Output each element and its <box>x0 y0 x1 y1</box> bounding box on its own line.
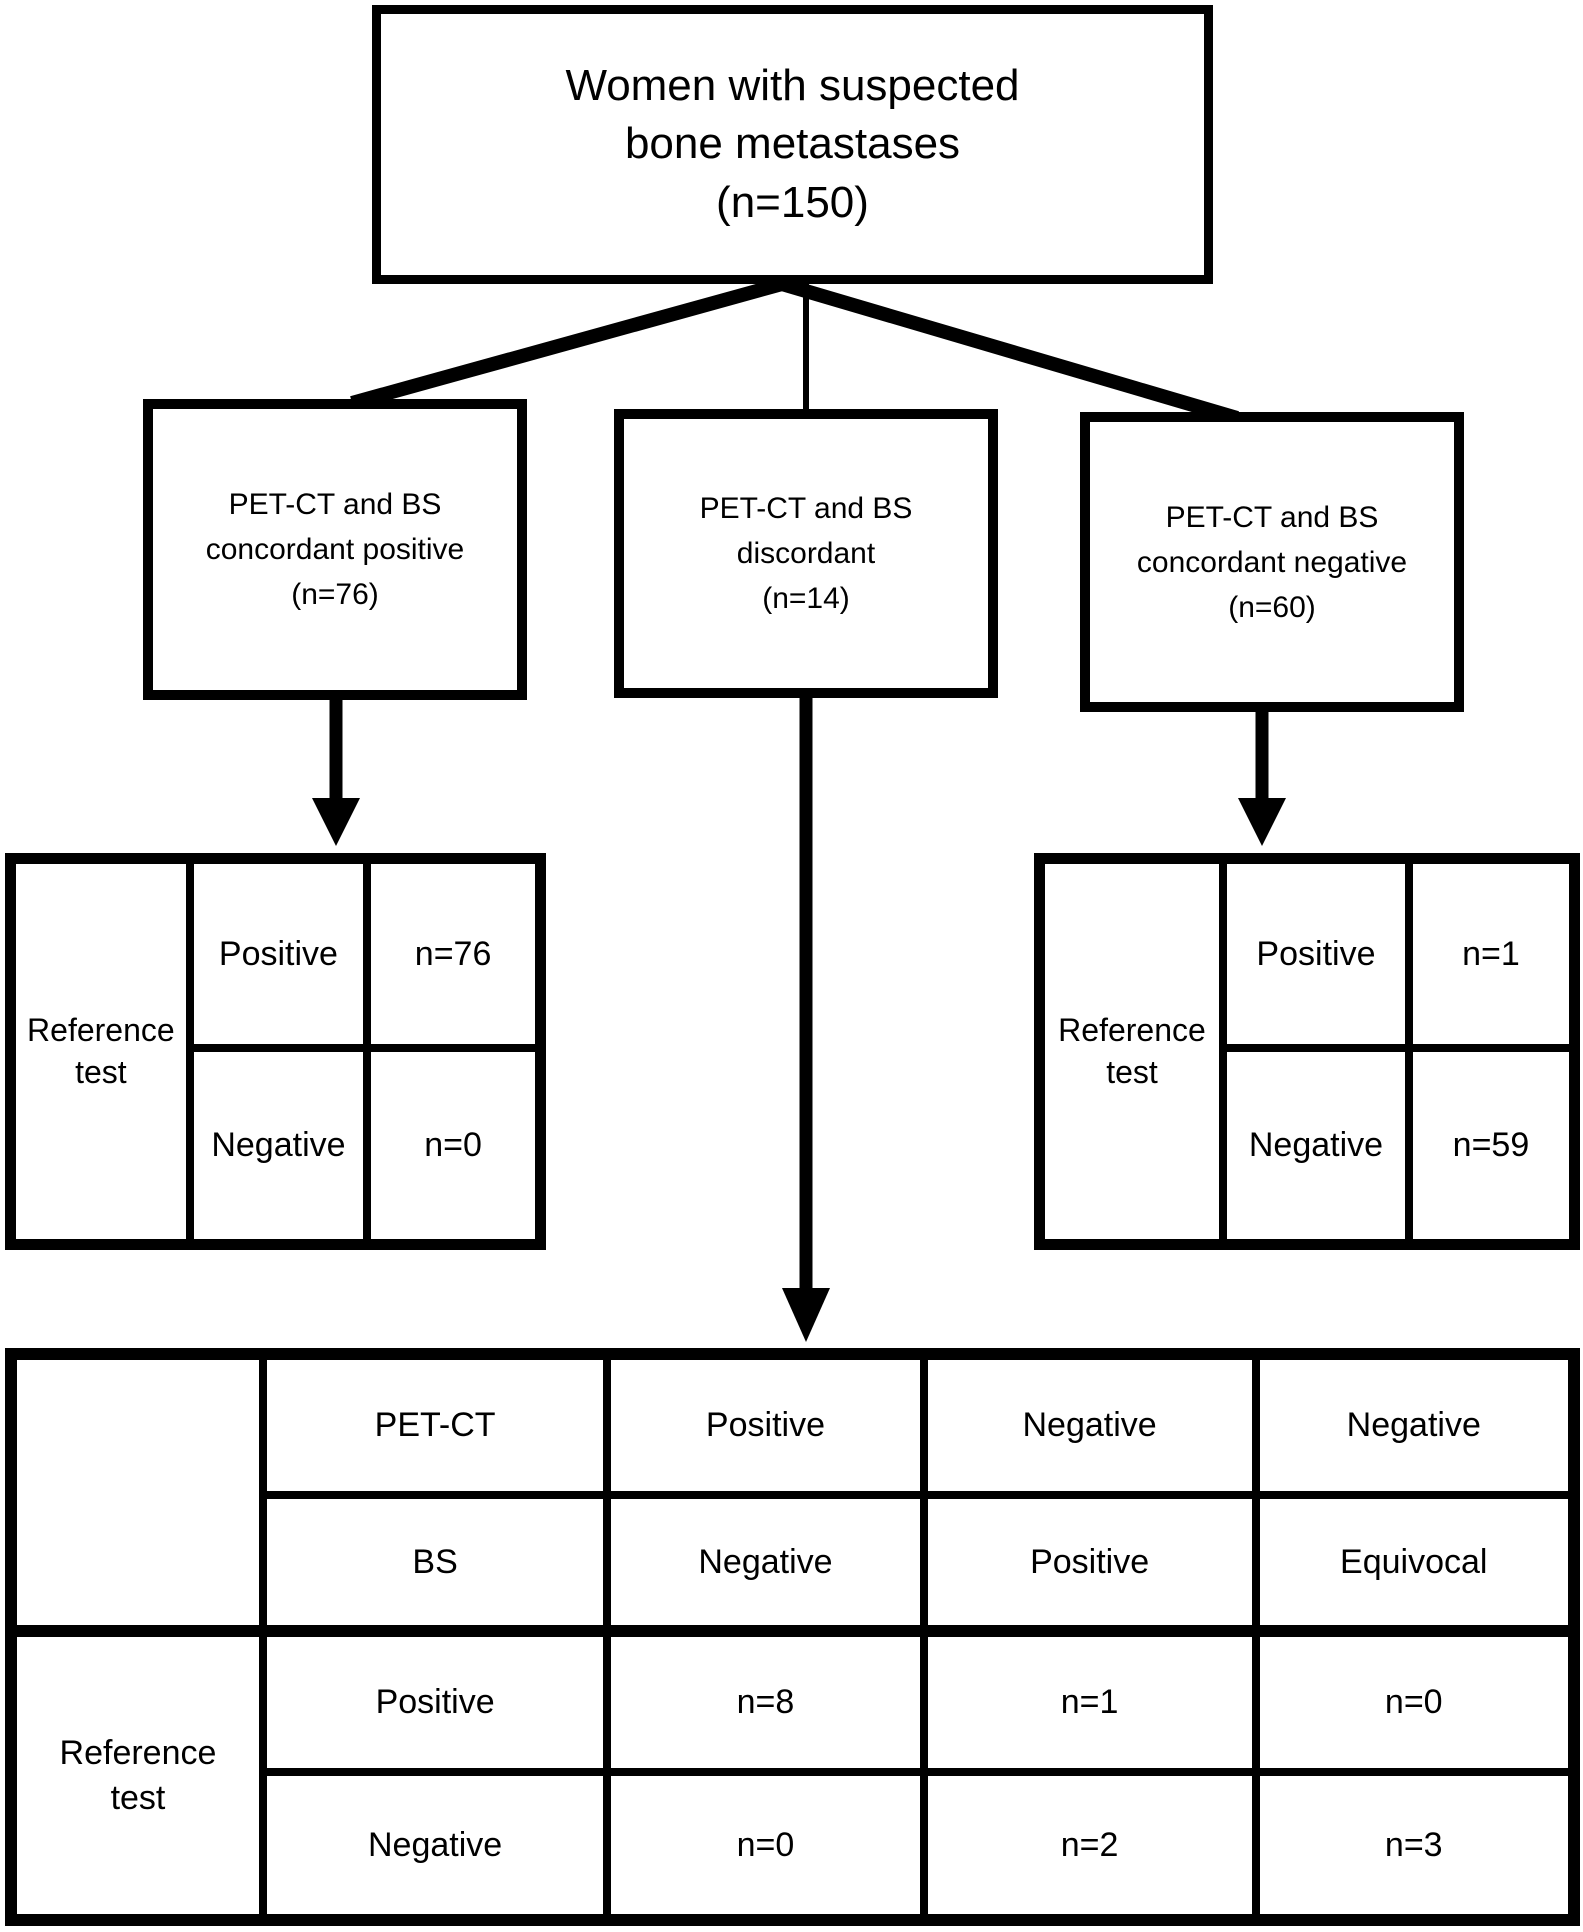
discordant-table-positive-col1: n=8 <box>603 1637 920 1776</box>
right-table-negative-label: Negative <box>1218 1051 1405 1239</box>
node-discordant-line2: discordant <box>736 537 876 570</box>
arrow-middle-head-icon <box>782 1288 830 1342</box>
discordant-table-bs-header: BS <box>258 1498 604 1637</box>
node-total-population: Women with suspected bone metastases (n=… <box>372 5 1213 284</box>
node-discordant-count: (n=14) <box>762 582 850 615</box>
right-table-positive-label: Positive <box>1218 864 1405 1052</box>
node-concordant-negative-count: (n=60) <box>1228 590 1316 624</box>
right-table-row-header: Reference test <box>1058 1011 1206 1090</box>
right-table-positive-value: n=1 <box>1404 864 1569 1052</box>
node-concordant-negative-line2: concordant negative <box>1136 545 1408 579</box>
left-table-positive-value: n=76 <box>363 864 535 1052</box>
node-concordant-negative-line1: PET-CT and BS <box>1165 500 1379 534</box>
left-table-negative-label: Negative <box>185 1051 363 1239</box>
node-concordant-positive-line2: concordant positive <box>205 533 465 566</box>
discordant-table-negative-col3: n=3 <box>1251 1775 1568 1914</box>
discordant-table: PET-CT Positive Negative Negative BS Neg… <box>5 1348 1580 1926</box>
discordant-table-petct-header: PET-CT <box>258 1360 604 1499</box>
left-table-positive-label: Positive <box>185 864 364 1052</box>
discordant-table-corner-cell <box>17 1360 259 1637</box>
discordant-table-bs-col1: Negative <box>603 1498 920 1637</box>
discordant-table-negative-label: Negative <box>258 1775 603 1914</box>
left-table-negative-value: n=0 <box>363 1051 535 1239</box>
node-concordant-positive-line1: PET-CT and BS <box>228 488 442 521</box>
discordant-table-petct-col1: Positive <box>603 1360 920 1499</box>
discordant-table-positive-col3: n=0 <box>1251 1637 1568 1776</box>
connector-right-diagonal <box>780 277 1239 425</box>
arrow-right-head-icon <box>1238 798 1286 846</box>
discordant-table-negative-col2: n=2 <box>919 1775 1252 1914</box>
right-table-negative-value: n=59 <box>1404 1051 1569 1239</box>
node-concordant-positive-count: (n=76) <box>291 578 379 611</box>
node-concordant-positive: PET-CT and BS concordant positive (n=76) <box>143 399 527 700</box>
discordant-table-petct-col3: Negative <box>1251 1360 1568 1499</box>
left-table-row-header: Reference test <box>27 1011 175 1090</box>
discordant-table-positive-label: Positive <box>258 1637 604 1776</box>
arrow-left-head-icon <box>312 798 360 846</box>
node-concordant-negative: PET-CT and BS concordant negative (n=60) <box>1080 412 1464 712</box>
discordant-table-bs-col3: Equivocal <box>1251 1498 1568 1637</box>
node-total-line1: Women with suspected <box>565 61 1020 111</box>
node-total-line2: bone metastases <box>624 119 961 169</box>
left-reference-table: Reference test Positive n=76 Negative n=… <box>5 853 546 1250</box>
node-total-count: (n=150) <box>716 177 869 227</box>
discordant-table-bs-col2: Positive <box>919 1498 1252 1637</box>
discordant-table-negative-col1: n=0 <box>603 1775 919 1914</box>
discordant-table-petct-col2: Negative <box>919 1360 1252 1499</box>
connector-left-diagonal <box>350 277 784 410</box>
right-reference-table: Reference test Positive n=1 Negative n=5… <box>1034 853 1580 1250</box>
discordant-table-row-header: Reference test <box>59 1734 217 1817</box>
discordant-table-positive-col2: n=1 <box>919 1637 1252 1776</box>
node-discordant-line1: PET-CT and BS <box>699 492 913 525</box>
node-discordant: PET-CT and BS discordant (n=14) <box>614 409 998 698</box>
